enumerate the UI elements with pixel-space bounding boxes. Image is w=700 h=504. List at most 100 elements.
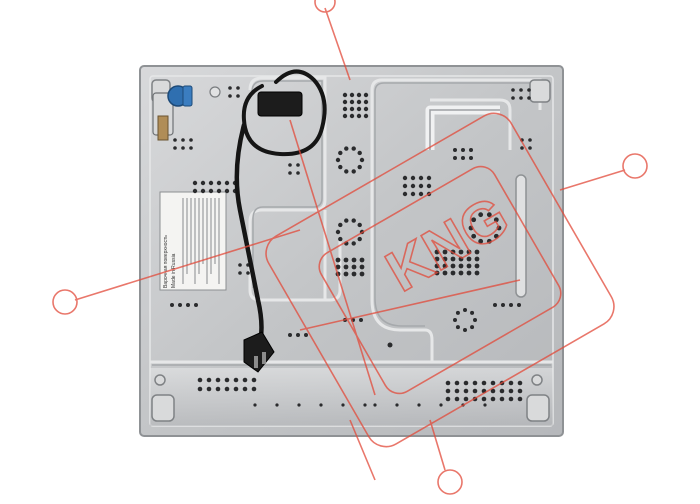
vent-hole [478,238,484,244]
vent-hole [470,325,475,330]
vent-hole [338,222,343,228]
vent-hole [253,403,257,407]
vent-hole [402,183,408,189]
vent-hole [357,222,362,228]
vent-hole [224,386,230,392]
embossed-channels [150,76,553,364]
vent-hole [192,188,198,194]
vent-hole [357,236,362,242]
vent-hole [466,249,472,255]
vent-hole [410,183,416,189]
vent-hole [519,88,523,92]
vent-hole [508,396,514,402]
vent-hole [450,270,456,276]
vent-hole [342,106,348,112]
vent-hole [517,396,523,402]
vent-hole [474,256,480,262]
vent-hole [335,257,341,263]
vent-hole [228,86,232,90]
vent-hole [474,270,480,276]
vent-hole [508,388,514,394]
bottom-rail [150,368,553,426]
vent-hole [445,388,451,394]
vent-hole [466,263,472,269]
vent-hole [335,157,341,163]
vent-hole [469,156,473,160]
vent-hole [341,403,345,407]
vent-hole [517,380,523,386]
vent-hole [357,150,362,156]
vent-hole [275,403,279,407]
vent-hole [426,183,432,189]
vent-hole [208,188,214,194]
vent-hole [238,271,242,275]
vent-hole [359,157,365,163]
ventilation-holes [170,86,532,407]
vent-hole [356,99,362,105]
vent-hole [236,94,240,98]
vent-hole [466,256,472,262]
vent-hole [224,180,230,186]
vent-hole [351,271,357,277]
vent-hole [461,156,465,160]
vent-hole [351,257,357,263]
vent-hole [356,92,362,98]
vent-hole [200,188,206,194]
vent-hole [417,403,421,407]
vent-hole [458,270,464,276]
vent-hole [363,113,369,119]
vent-hole [481,380,487,386]
vent-hole [434,263,440,269]
vent-hole [442,263,448,269]
vent-hole [197,386,203,392]
sticker-line-2: Made in Russia [171,253,177,288]
vent-hole [445,396,451,402]
vent-hole [181,138,185,142]
vent-hole [493,233,499,239]
vent-hole [499,388,505,394]
vent-hole [527,96,531,100]
vent-hole [509,303,513,307]
vent-hole [450,256,456,262]
vent-hole [206,386,212,392]
vent-hole [288,333,292,337]
vent-hole [511,96,515,100]
vent-hole [473,318,477,322]
vent-hole [215,377,221,383]
vent-hole [251,377,257,383]
vent-hole [242,386,248,392]
vent-hole [496,225,502,231]
vent-hole [228,94,232,98]
vent-hole [450,263,456,269]
rating-label-sticker: Варочная поверхность Made in Russia [159,191,227,291]
vent-hole [402,191,408,197]
vent-hole [499,396,505,402]
vent-hole [458,256,464,262]
vent-hole [208,180,214,186]
vent-hole [395,403,399,407]
vent-hole [490,380,496,386]
vent-hole [501,303,505,307]
vent-hole [458,263,464,269]
vent-hole [351,169,356,174]
vent-hole [486,238,492,244]
vent-hole [445,380,451,386]
vent-hole [233,377,239,383]
vent-hole [349,99,355,105]
vent-hole [343,257,349,263]
vent-hole [304,333,308,337]
vent-hole [296,333,300,337]
vent-hole [453,318,457,322]
vent-hole [288,171,292,175]
vent-hole [528,138,532,142]
vent-hole [363,403,367,407]
vent-hole [461,148,465,152]
vent-hole [351,241,356,246]
vent-hole [343,264,349,270]
vent-hole [463,308,467,312]
vent-hole [216,180,222,186]
vent-hole [296,163,300,167]
vent-hole [238,263,242,267]
